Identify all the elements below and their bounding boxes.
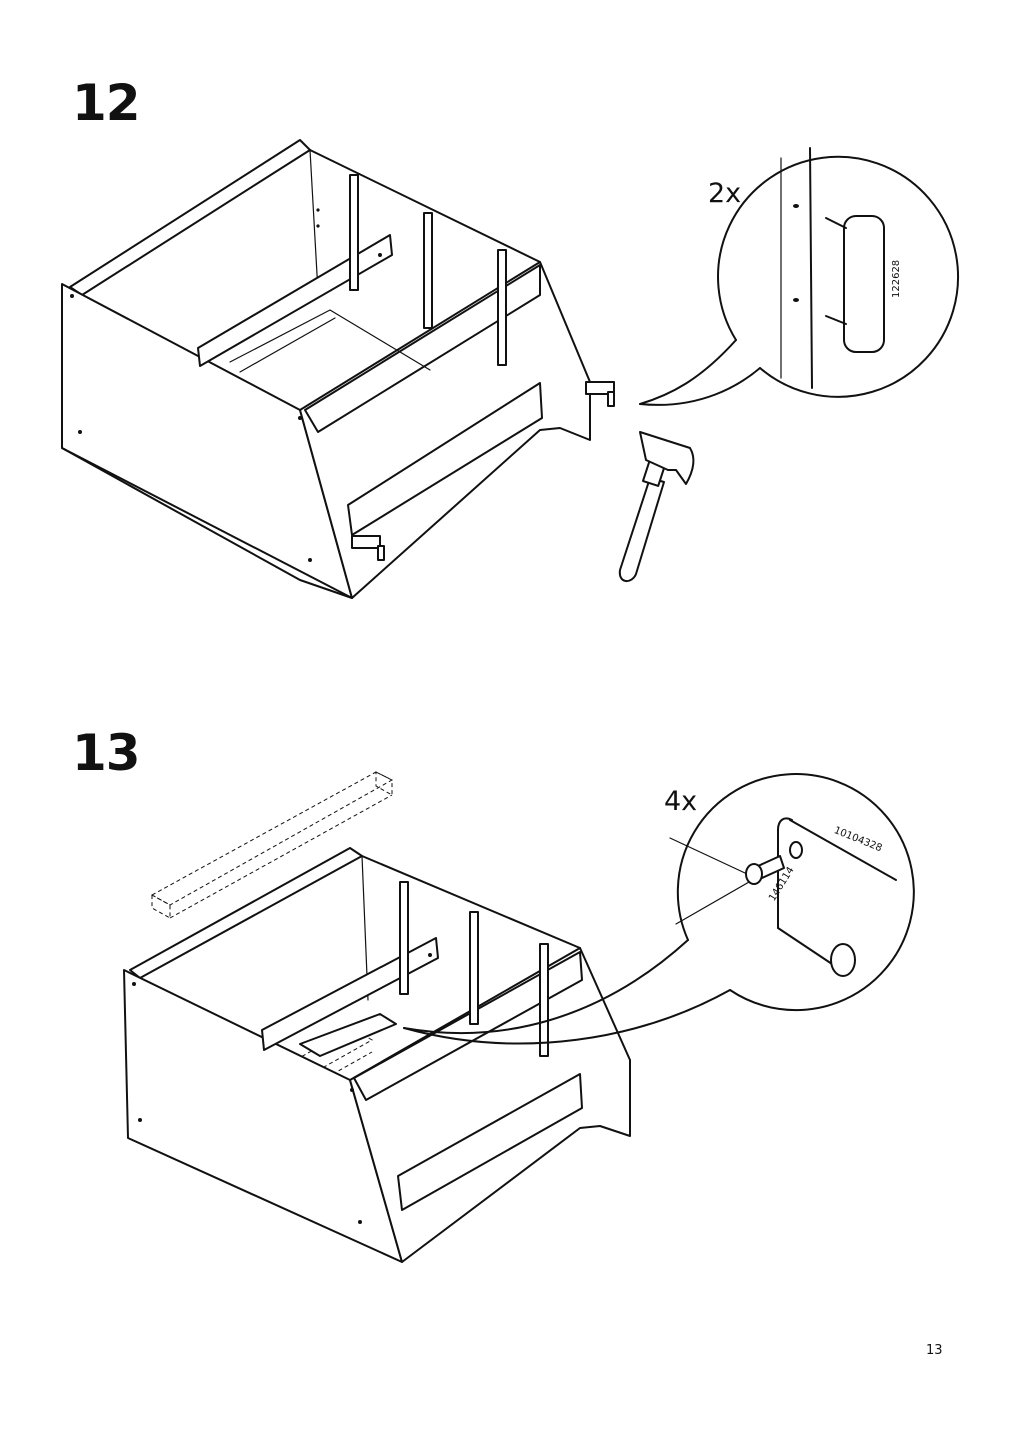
dashed-rail-upper [150,771,394,919]
hammer-icon [618,431,695,582]
detail-callout-step-13 [403,773,915,1045]
page-number: 13 [926,1343,943,1358]
step-13-quantity: 4x [664,786,698,817]
cabinet-frame-step-12 [61,139,591,599]
step-13-number: 13 [72,724,141,782]
felt-pads-step-12 [351,381,615,561]
detail-callout-step-12 [639,147,960,406]
step-12-number: 12 [72,74,141,132]
step-12-quantity: 2x [708,178,742,209]
screw-icon [745,855,785,885]
cabinet-frame-step-13 [123,847,631,1263]
